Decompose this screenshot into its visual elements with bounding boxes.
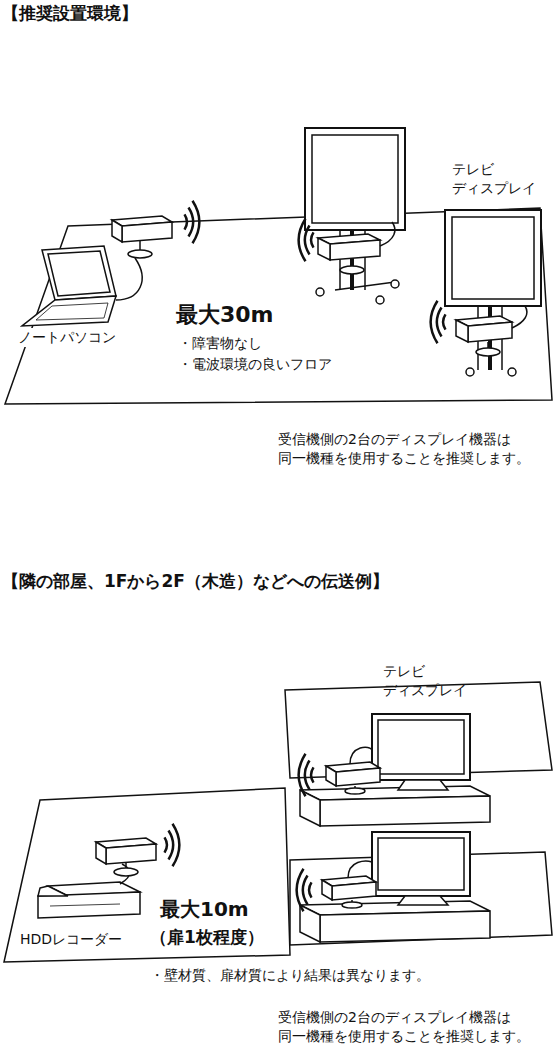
- radio-wave: [299, 754, 306, 797]
- radio-wave: [311, 232, 313, 247]
- radio-wave: [189, 208, 194, 237]
- radio-wave: [165, 837, 167, 852]
- radio-wave: [185, 214, 187, 229]
- range-note: （扉1枚程度）: [150, 926, 264, 949]
- condition-note: ・壁材質、扉材質により結果は異なります。: [150, 966, 430, 985]
- radio-wave: [443, 314, 445, 329]
- radio-wave: [437, 308, 442, 337]
- radio-wave: [431, 301, 438, 344]
- section-title: 【隣の部屋、1Fから2F（木造）などへの伝送例】: [2, 570, 389, 593]
- radio-wave: [299, 219, 306, 262]
- condition-note: ・電波環境の良いフロア: [178, 355, 332, 374]
- recommend-note: 受信機側の2台のディスプレイ機器は 同一機種を使用することを推奨します。: [278, 430, 548, 468]
- recommend-note: 受信機側の2台のディスプレイ機器は 同一機種を使用することを推奨します。: [278, 1008, 548, 1046]
- range-value: 最大10m: [160, 896, 249, 923]
- device-label: HDDレコーダー: [20, 930, 122, 949]
- radio-wave: [173, 824, 180, 867]
- condition-note: ・障害物なし: [178, 334, 262, 353]
- radio-wave: [311, 767, 313, 782]
- radio-wave: [309, 882, 311, 897]
- range-value: 最大30m: [176, 300, 274, 330]
- radio-wave: [193, 201, 200, 244]
- device-label: ノートパソコン: [18, 328, 116, 347]
- device-label: テレビ ディスプレイ: [383, 662, 473, 700]
- radio-wave: [303, 876, 308, 905]
- radio-wave: [305, 761, 310, 790]
- radio-wave: [297, 869, 304, 912]
- radio-wave: [169, 831, 174, 860]
- radio-wave: [305, 226, 310, 255]
- device-label: テレビ ディスプレイ: [452, 160, 542, 198]
- section-title: 【推奨設置環境】: [2, 2, 138, 25]
